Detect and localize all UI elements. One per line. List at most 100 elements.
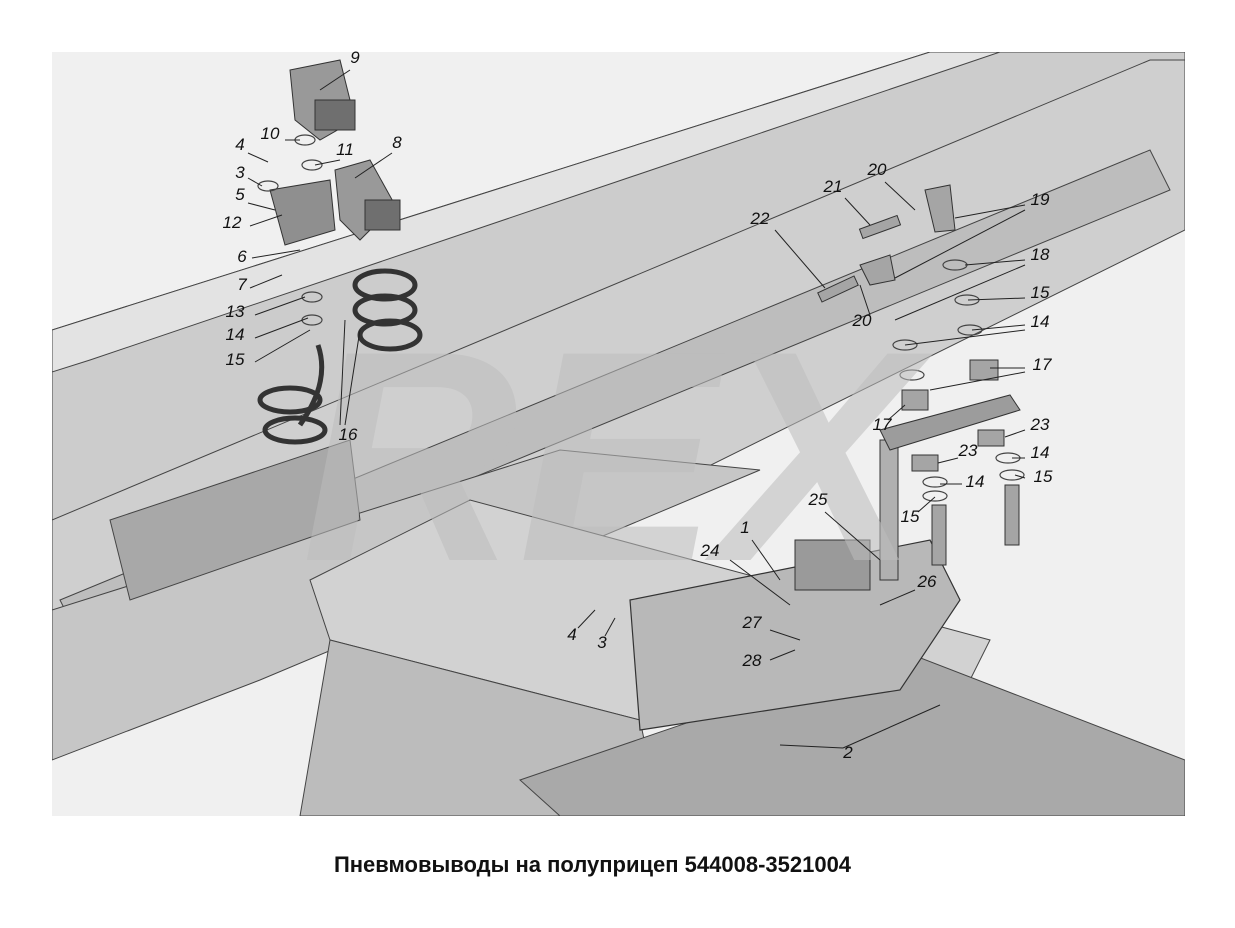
callout-leader-3 <box>247 177 263 187</box>
callout-22: 22 <box>750 209 770 228</box>
callout-leader-5 <box>247 202 276 211</box>
callout-15: 15 <box>1031 283 1050 302</box>
callout-13: 13 <box>226 302 245 321</box>
hose-coil <box>352 293 418 327</box>
valve-bracket <box>269 179 336 246</box>
callout-28: 28 <box>742 651 762 670</box>
bolt <box>817 275 859 303</box>
callout-1: 1 <box>740 518 749 537</box>
callout-leader-28 <box>769 649 796 661</box>
nut <box>977 429 1005 447</box>
callout-leader-25 <box>824 511 881 561</box>
callout-17: 17 <box>1033 355 1052 374</box>
callout-leader-17 <box>929 371 1026 391</box>
callout-14: 14 <box>1031 312 1050 331</box>
callout-leader-6 <box>251 249 301 259</box>
callout-23: 23 <box>1030 415 1050 434</box>
callout-5: 5 <box>235 185 245 204</box>
callout-7: 7 <box>237 275 247 294</box>
callout-3: 3 <box>597 633 607 652</box>
callout-10: 10 <box>261 124 280 143</box>
callout-leader-11 <box>314 159 341 166</box>
callout-leader-20 <box>859 284 871 316</box>
callout-leader-13 <box>254 296 306 316</box>
callout-27: 27 <box>742 613 762 632</box>
callout-leader-23 <box>937 457 959 464</box>
washer <box>922 476 948 488</box>
callout-14: 14 <box>1031 443 1050 462</box>
hose-coil <box>257 385 323 415</box>
callout-leader-15 <box>1014 474 1026 479</box>
bolt <box>1004 484 1020 546</box>
callout-leader-15 <box>967 297 1026 301</box>
callout-4: 4 <box>235 135 244 154</box>
nut <box>901 389 929 411</box>
callout-leader-14 <box>904 329 1026 346</box>
coupling-flange <box>314 99 356 131</box>
callout-leader-24 <box>729 559 791 606</box>
callout-15: 15 <box>1034 467 1053 486</box>
figure-caption: Пневмовыводы на полуприцеп 544008-352100… <box>333 852 852 877</box>
perforated-plate <box>109 439 361 601</box>
callout-14: 14 <box>226 325 245 344</box>
callout-leader-14 <box>254 317 309 339</box>
nut <box>969 359 999 381</box>
coupling-flange <box>364 199 401 231</box>
callout-leader-17 <box>887 404 906 421</box>
callout-leader-2 <box>842 704 941 749</box>
coiled-hoses <box>257 268 423 445</box>
callout-leader-22 <box>774 229 826 289</box>
washer <box>922 490 948 502</box>
callout-15: 15 <box>226 350 245 369</box>
callout-2: 2 <box>842 743 853 762</box>
callout-leader-19 <box>894 209 1026 279</box>
callout-11: 11 <box>336 140 354 159</box>
callout-14: 14 <box>966 472 985 491</box>
callout-leader-1 <box>751 539 781 581</box>
washer <box>892 339 918 351</box>
watermark: REX <box>302 288 934 624</box>
washer <box>957 324 983 336</box>
callout-leader-2 <box>779 744 844 749</box>
washer <box>301 291 323 303</box>
hose-coil <box>262 415 328 445</box>
callout-8: 8 <box>392 133 402 152</box>
coupling-head-upper <box>289 59 356 141</box>
callout-leader-27 <box>769 629 801 641</box>
callout-leader-15 <box>917 496 936 513</box>
callout-20: 20 <box>867 160 887 179</box>
small-parts <box>817 184 1020 566</box>
callout-9: 9 <box>350 48 360 67</box>
callout-leader-7 <box>249 274 283 289</box>
callout-18: 18 <box>1031 245 1050 264</box>
callout-4: 4 <box>567 625 576 644</box>
callout-15: 15 <box>901 507 920 526</box>
upper-rail-top-face <box>52 52 1001 373</box>
leader-lines <box>247 69 1026 749</box>
bolt <box>858 214 902 240</box>
callout-3: 3 <box>235 163 245 182</box>
callout-leader-16 <box>339 319 346 426</box>
bolt <box>931 504 947 566</box>
callout-6: 6 <box>237 247 247 266</box>
hose-coil <box>357 318 423 352</box>
callout-leader-16 <box>344 329 361 426</box>
callout-leader-19 <box>954 204 1026 219</box>
callout-25: 25 <box>808 490 828 509</box>
callout-17: 17 <box>873 415 892 434</box>
callout-leader-18 <box>964 259 1026 266</box>
callout-leader-12 <box>249 214 283 227</box>
callout-12: 12 <box>223 213 242 232</box>
callout-leader-14 <box>971 324 1026 331</box>
callout-leader-26 <box>879 589 916 606</box>
fitting <box>859 254 896 286</box>
callout-leader-9 <box>319 69 351 91</box>
callout-26: 26 <box>917 572 937 591</box>
hose-coil <box>352 268 418 302</box>
fitting <box>924 184 956 233</box>
callout-leader-4 <box>247 152 269 163</box>
bracket-box <box>794 539 871 591</box>
